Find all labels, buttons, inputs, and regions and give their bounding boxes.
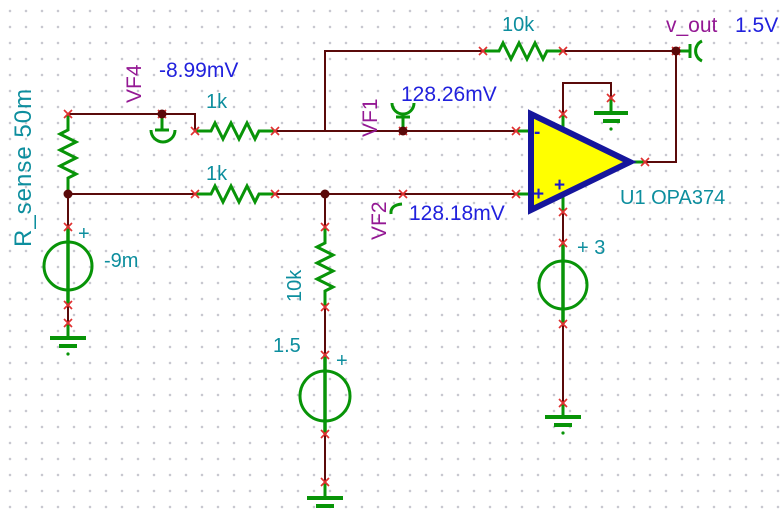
- wire-feedback-tap[interactable]: [324, 50, 483, 131]
- junction-dots: [63, 46, 681, 199]
- wires: [67, 50, 677, 482]
- probe-vf1-value: 128.26mV: [401, 83, 497, 106]
- label-1v5[interactable]: 1.5: [273, 335, 301, 357]
- junction: [157, 109, 167, 119]
- ground-vbias[interactable]: [307, 482, 343, 508]
- probe-vf4-value: -8.99mV: [159, 59, 238, 82]
- junction: [398, 126, 408, 136]
- wire-topleft[interactable]: [68, 113, 196, 131]
- probe-vf4-label[interactable]: VF4: [123, 64, 146, 103]
- label-neg9m[interactable]: -9m: [104, 250, 138, 272]
- label-10k-gain[interactable]: 10k: [284, 269, 306, 302]
- probe-vf2-label[interactable]: VF2: [368, 201, 391, 240]
- opamp-minus-sign: -: [534, 122, 540, 143]
- ground-supply[interactable]: [545, 403, 581, 435]
- terminal-marks: [63, 46, 681, 487]
- resistor-1k-bottom[interactable]: [195, 182, 275, 206]
- label-1k-top[interactable]: 1k: [206, 91, 228, 113]
- label-r-sense[interactable]: R_sense 50m: [10, 88, 37, 247]
- label-10k-feedback[interactable]: 10k: [502, 14, 535, 36]
- junction: [63, 189, 73, 199]
- ground-vin[interactable]: [50, 323, 86, 356]
- label-opamp-ref[interactable]: U1 OPA374: [620, 187, 725, 209]
- resistor-r-sense[interactable]: [56, 114, 80, 194]
- probe-vout-value: 1.5V: [735, 14, 778, 37]
- opamp-triangle[interactable]: [528, 109, 637, 215]
- probe-vout-label[interactable]: v_out: [666, 14, 718, 37]
- source-neg9m-circle[interactable]: [42, 240, 94, 292]
- opamp-u1[interactable]: - + +: [517, 109, 645, 215]
- probe-vf2-value: 128.18mV: [409, 202, 505, 225]
- source-1v5[interactable]: [298, 355, 352, 434]
- opamp-supply-plus-sign: +: [554, 175, 565, 196]
- wire-opamp-top-to-gnd[interactable]: [562, 82, 612, 114]
- resistors: [56, 39, 563, 307]
- resistor-10k-gain[interactable]: [313, 227, 337, 307]
- source-3v[interactable]: [537, 243, 589, 324]
- opamp-plus-sign: +: [533, 184, 544, 205]
- label-3v[interactable]: + 3: [577, 237, 605, 259]
- source-1v5-circle[interactable]: [298, 369, 352, 423]
- label-1k-bottom[interactable]: 1k: [206, 163, 228, 185]
- resistor-1k-top[interactable]: [195, 119, 275, 143]
- probe-vf2[interactable]: [389, 202, 403, 215]
- resistor-10k-feedback[interactable]: [483, 39, 563, 63]
- label-1v5-plus: +: [336, 350, 348, 372]
- junction: [320, 189, 330, 199]
- source-neg9m[interactable]: [42, 227, 94, 305]
- junction: [671, 46, 681, 56]
- ground-opamp[interactable]: [594, 98, 628, 131]
- probe-vf1-label[interactable]: VF1: [359, 98, 382, 137]
- wire-output[interactable]: [645, 51, 677, 163]
- label-neg9m-plus: +: [78, 223, 90, 245]
- source-3v-circle[interactable]: [537, 259, 589, 311]
